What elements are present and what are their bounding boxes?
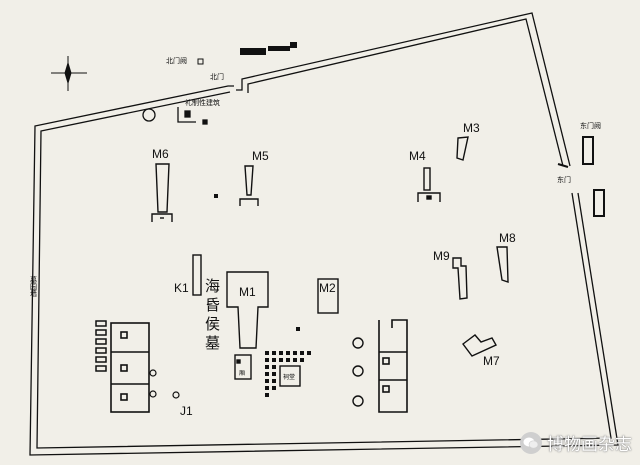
side-room [95,338,107,345]
hall-post [265,393,269,397]
tomb-label-m6: M6 [152,147,169,161]
main-tomb-char-2: 昏 [205,297,220,314]
wechat-icon [520,431,542,454]
west-side-rooms [95,320,107,372]
watermark-text: 博物画杂志 [547,435,632,455]
east-gate-label: 东门 [557,175,571,184]
cemetery-wall [29,12,619,456]
tomb-label-m7: M7 [483,354,500,368]
tomb-m1 [226,271,269,349]
hall-post [300,358,304,362]
tomb-label-m9: M9 [433,249,450,263]
east-compound [378,319,408,413]
north-gate-label: 北门 [210,72,224,81]
main-tomb-char-4: 墓 [205,335,220,352]
east-circles [352,337,364,407]
tomb-label-m1: M1 [239,285,256,299]
hall-post [272,372,276,376]
shrine-hall [265,351,311,397]
hall-post [265,365,269,369]
main-tomb-char-1: 海 [205,278,220,295]
west-circles [149,369,180,399]
small-pit [296,327,300,331]
watermark: 博物画杂志 [520,430,632,455]
tomb-m8 [496,246,509,283]
north-gate-tower-label: 北门阙 [166,56,187,65]
side-room [95,365,107,372]
tomb-label-m8: M8 [499,231,516,245]
pit-k1 [192,254,202,296]
hall-post [293,351,297,355]
north-gate-tower-structure [197,42,297,65]
side-room [95,356,107,363]
tomb-m3 [456,136,469,161]
hall-post [272,386,276,390]
tomb-m4 [417,167,441,202]
compass-icon [51,56,87,91]
ritual-building-label: 礼制性建筑 [185,98,220,107]
well-room [234,354,252,380]
tomb-label-m2: M2 [319,281,336,295]
tomb-m5 [239,165,259,206]
well-label-j1: J1 [180,404,193,418]
hall-post [307,351,311,355]
main-tomb-char-3: 侯 [205,316,220,333]
hall-post [286,358,290,362]
tomb-label-m3: M3 [463,121,480,135]
hall-post [293,358,297,362]
hall-post [279,358,283,362]
side-room [95,329,107,336]
shrine-hall-label: 祠堂 [283,373,295,381]
hall-post [265,351,269,355]
west-wall-label: 墓园墙 [30,275,38,298]
tomb-label-m5: M5 [252,149,269,163]
ritual-building [142,107,208,125]
side-room [95,320,107,327]
hall-post [272,351,276,355]
hall-post [265,358,269,362]
east-gate-tower-label: 东门阙 [580,121,601,130]
small-pit [214,194,218,198]
hall-post [272,365,276,369]
tomb-m6 [151,163,173,222]
pit-label-k1: K1 [174,281,189,295]
tomb-m7 [462,334,497,357]
west-compound [110,322,150,413]
hall-post [279,351,283,355]
tomb-m9 [452,257,468,300]
hall-post [265,386,269,390]
hall-post [272,358,276,362]
tomb-m2 [317,278,339,314]
hall-post [265,379,269,383]
well-room-label: 厢 [239,370,245,377]
hall-post [286,351,290,355]
tomb-label-m4: M4 [409,149,426,163]
side-room [95,347,107,354]
hall-post [272,379,276,383]
east-gate-towers [557,136,605,217]
hall-post [265,372,269,376]
hall-post [300,351,304,355]
